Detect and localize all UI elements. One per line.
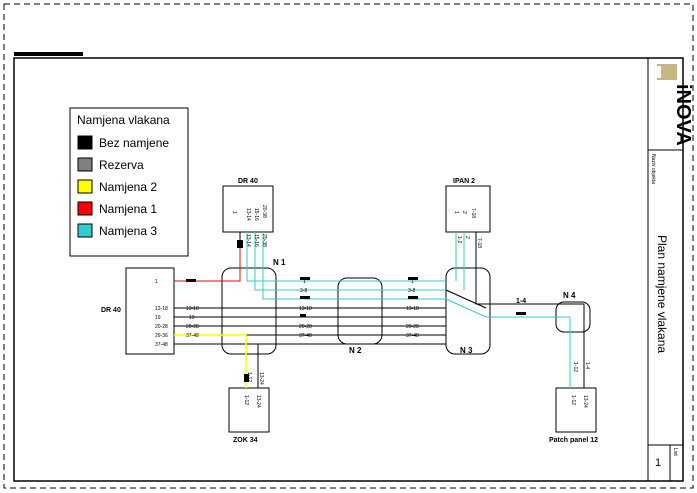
conn-label: 13-18	[406, 306, 419, 312]
legend: Namjena vlakana Bez namjene Rezerva Namj…	[69, 107, 189, 257]
legend-title: Namjena vlakana	[77, 113, 170, 127]
conn-label: 13-14	[245, 234, 251, 247]
fiber-cyan-cross	[445, 298, 571, 388]
node-n1: N 1	[221, 258, 286, 355]
fiber-black-n4	[555, 303, 585, 388]
conn-label: 13-18	[186, 306, 199, 312]
conn-label: 1-4	[584, 362, 590, 369]
conn-label: 13-18	[299, 306, 312, 312]
section-label: Naziv objekta	[650, 154, 656, 184]
legend-label-2: Namjena 2	[99, 180, 157, 194]
conn-label: 37-48	[299, 333, 312, 339]
box-ipan2-label: IPAN 2	[453, 178, 475, 185]
drawing-title: Plan namjene vlakana	[655, 235, 669, 353]
markers	[186, 240, 526, 382]
port-label: 37-48	[155, 342, 168, 348]
conn-label: 1	[303, 279, 306, 285]
conn-label: 37-48	[186, 333, 199, 339]
drawing-frame	[13, 57, 684, 482]
logo-text: iNOVA	[672, 84, 694, 146]
node-n2-label: N 2	[349, 346, 362, 355]
legend-label-0: Bez namjene	[99, 136, 169, 150]
port-label: 20-38	[261, 205, 267, 218]
box-dr40-top-label: DR 40	[238, 178, 258, 185]
legend-swatch-2	[77, 179, 93, 194]
box-patch-panel-label: Patch panel 12	[549, 437, 598, 444]
conn-label: 1-4	[516, 298, 526, 305]
conn-label: 19	[189, 315, 195, 321]
conn-label: 20-28	[299, 324, 312, 330]
port-label: 1	[155, 279, 158, 285]
conn-label: 20-28	[186, 324, 199, 330]
connection-labels: 13-14 15-16 20-38 1-2 2 7-18 13-18 19 20…	[186, 234, 590, 385]
conn-label: 3-8	[300, 288, 307, 294]
conn-label: 1	[411, 279, 414, 285]
node-n3: N 3	[445, 267, 491, 355]
node-n1-label: N 1	[273, 258, 286, 267]
port-label: 13-24	[582, 395, 588, 408]
legend-label-1: Rezerva	[99, 158, 144, 172]
box-ipan2: IPAN 2 1 2 7-18	[445, 178, 491, 233]
port-label: 29-36	[155, 333, 168, 339]
fiber-yellow	[174, 334, 247, 388]
box-patch-panel: Patch panel 12 1-12 13-24	[549, 387, 598, 444]
legend-label-4: Namjena 3	[99, 224, 157, 238]
port-label: 13-14	[245, 208, 251, 221]
legend-swatch-1	[77, 157, 93, 172]
legend-swatch-0	[77, 135, 93, 150]
inova-logo: iNOVA	[657, 64, 694, 146]
outer-dashed-border	[3, 3, 694, 489]
node-n4-label: N 4	[563, 291, 576, 300]
box-dr40-left-label: DR 40	[101, 307, 121, 314]
port-label: 1	[231, 211, 237, 214]
port-label: 20-28	[155, 324, 168, 330]
legend-label-3: Namjena 1	[99, 202, 157, 216]
fiber-cyan-c	[262, 232, 446, 300]
fiber-cyan-b	[254, 232, 446, 291]
fiber-lines	[174, 232, 585, 388]
conn-label: 15-16	[253, 234, 259, 247]
conn-label: 37-48	[406, 333, 419, 339]
legend-swatch-4	[77, 223, 93, 238]
port-label: 13-18	[155, 306, 168, 312]
sheet-number: 1	[655, 457, 661, 469]
title-block: iNOVA Naziv objekta Plan namjene vlakana…	[647, 58, 694, 481]
node-n4: N 4	[555, 291, 591, 333]
port-label: 7-18	[470, 208, 476, 218]
conn-label: 1-2	[456, 236, 462, 243]
fiber-black-ipan	[475, 232, 555, 305]
conn-label: 1-12	[246, 372, 252, 382]
conn-label: 13-24	[258, 372, 264, 385]
conn-label: 3-8	[408, 288, 415, 294]
port-label: 2	[461, 211, 467, 214]
node-n3-label: N 3	[460, 346, 473, 355]
box-zok34: ZOK 34 1-12 13-24	[228, 387, 270, 444]
port-label: 1-12	[243, 395, 249, 405]
conn-label: 20-38	[261, 234, 267, 247]
conn-label: 1-12	[572, 362, 578, 372]
box-dr40-top: DR 40 1 13-14 15-16 20-38	[222, 178, 274, 233]
conn-label: 2	[464, 236, 470, 239]
conn-label: 20-28	[406, 324, 419, 330]
box-zok34-label: ZOK 34	[233, 437, 258, 444]
conn-label: 7-18	[476, 238, 482, 248]
port-label: 19	[155, 315, 161, 321]
sheet-label: List	[672, 448, 678, 456]
fiber-cyan-a	[246, 232, 446, 282]
fiber-black-cross	[445, 289, 487, 309]
port-label: 1-12	[570, 395, 576, 405]
legend-swatch-3	[77, 201, 93, 216]
box-dr40-left: DR 40 1 13-18 19 20-28 29-36 37-48	[101, 267, 175, 355]
port-label: 15-16	[253, 208, 259, 221]
port-label: 1	[453, 211, 459, 214]
port-label: 13-24	[255, 395, 261, 408]
